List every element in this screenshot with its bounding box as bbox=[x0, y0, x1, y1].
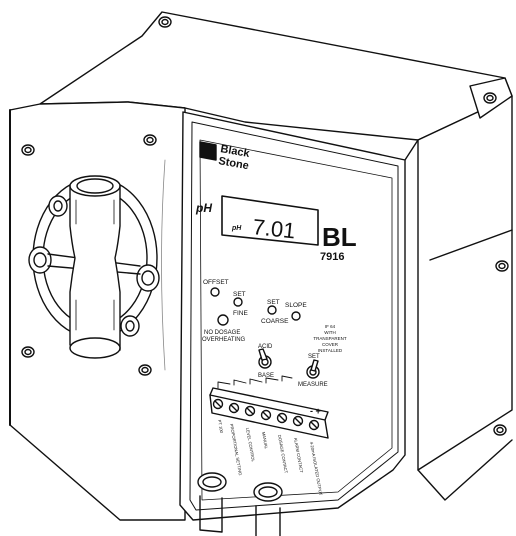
screw-icon bbox=[138, 364, 152, 376]
set-coarse-label-top: SET bbox=[267, 299, 280, 306]
set-fine-adjuster[interactable] bbox=[233, 297, 243, 307]
screw-icon bbox=[495, 260, 509, 272]
measure-label: MEASURE bbox=[298, 382, 328, 388]
bolt-icon bbox=[28, 246, 52, 274]
terminal-screws bbox=[212, 398, 320, 431]
cable-gland-right bbox=[253, 482, 283, 536]
note-line-2: WITH bbox=[324, 330, 336, 335]
ph-reading: 7.01 bbox=[251, 214, 296, 243]
display-window bbox=[221, 195, 319, 246]
set-switch-label: SET bbox=[308, 354, 320, 360]
right-flange bbox=[469, 77, 513, 119]
terminal-polarity: - + bbox=[310, 406, 321, 416]
model-number: 7916 bbox=[320, 251, 344, 263]
note-line-4: COVER bbox=[322, 342, 339, 347]
offset-adjuster[interactable] bbox=[210, 287, 220, 297]
overheating-label: OVERHEATING bbox=[202, 337, 246, 343]
acid-base-switch[interactable] bbox=[258, 348, 272, 369]
slope-adjuster[interactable] bbox=[291, 311, 301, 321]
bolt-icon bbox=[136, 264, 160, 292]
model-series: BL bbox=[322, 222, 357, 252]
screw-icon bbox=[21, 144, 35, 156]
terminal-label: PT 100 bbox=[217, 419, 224, 434]
set-fine-label-bottom: FINE bbox=[233, 310, 248, 317]
set-coarse-label-bottom: COARSE bbox=[261, 318, 289, 325]
terminal-label: LEVEL CONTROL bbox=[245, 427, 256, 463]
offset-label: OFFSET bbox=[203, 279, 229, 286]
valve-body bbox=[69, 185, 121, 351]
ph-outer-label: pH bbox=[195, 201, 212, 215]
brand-line-2: Stone bbox=[217, 155, 249, 172]
set-measure-switch[interactable] bbox=[306, 359, 320, 379]
terminal-label: MANUAL bbox=[261, 431, 269, 450]
screw-icon bbox=[483, 92, 497, 104]
bolt-icon bbox=[48, 195, 68, 217]
base-label: BASE bbox=[258, 373, 274, 379]
set-coarse-adjuster[interactable] bbox=[267, 305, 277, 315]
note-line-5: INSTALLED bbox=[318, 348, 343, 353]
bolt-icon bbox=[120, 315, 140, 337]
screw-icon bbox=[143, 134, 157, 146]
brand-line-1: Black bbox=[219, 143, 251, 160]
acid-label: ACID bbox=[258, 344, 273, 350]
screw-icon bbox=[493, 424, 507, 436]
logo-mark-icon bbox=[199, 141, 217, 161]
slope-label: SLOPE bbox=[285, 302, 307, 309]
screw-icon bbox=[21, 346, 35, 358]
screw-icon bbox=[158, 16, 172, 28]
terminal-label: DOSAGE CONTACT bbox=[277, 434, 289, 474]
no-dosage-led bbox=[217, 314, 229, 326]
no-dosage-label: NO DOSAGE bbox=[204, 330, 240, 336]
cable-gland-left bbox=[197, 472, 227, 533]
note-line-3: TRANSPARENT bbox=[313, 336, 346, 341]
set-fine-label-top: SET bbox=[233, 291, 246, 298]
terminal-block bbox=[209, 394, 329, 439]
ph-inner-label: pH bbox=[231, 225, 242, 232]
note-line-1: IF 64 bbox=[325, 324, 336, 329]
terminal-label: ALARM CONTACT bbox=[293, 437, 304, 473]
housing-right-side bbox=[417, 95, 513, 471]
